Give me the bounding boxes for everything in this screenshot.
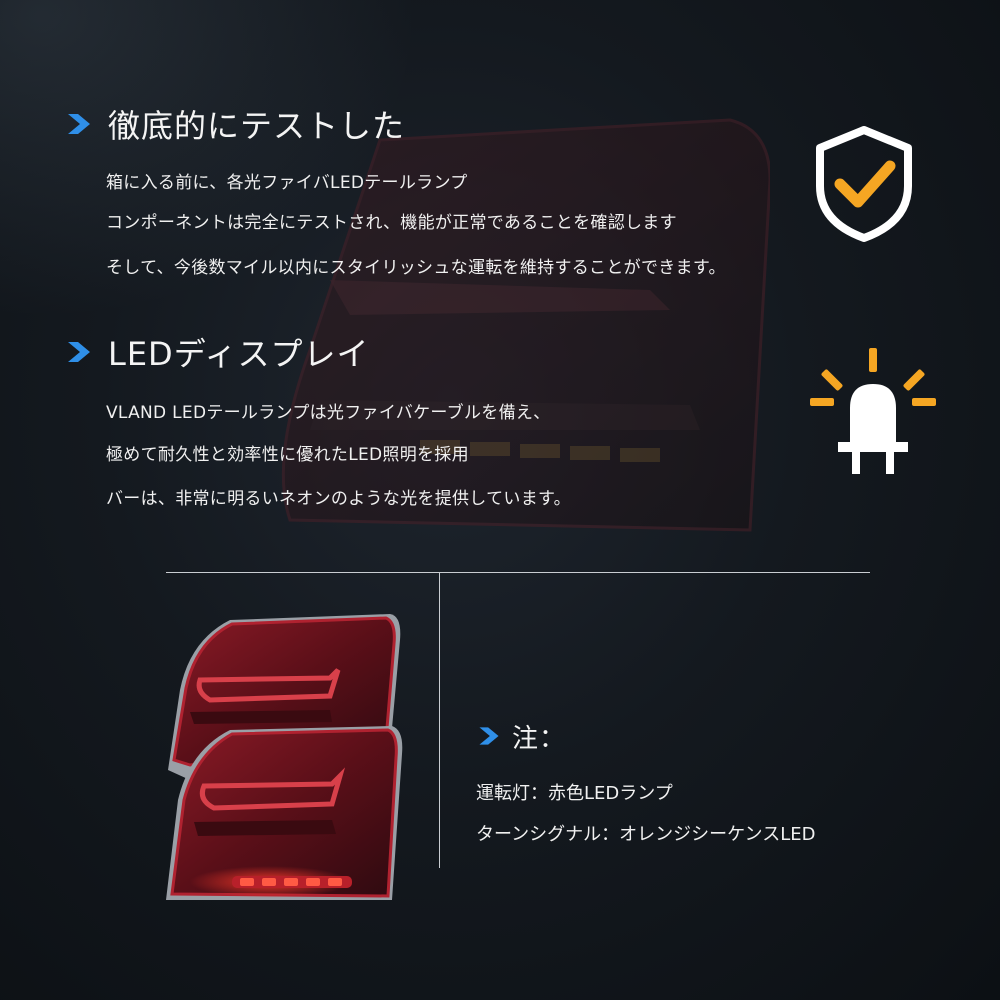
body-line: そして、今後数マイル以内にスタイリッシュな運転を維持することができます。	[106, 258, 726, 278]
background-tail-lamp-image	[281, 118, 770, 532]
section-thorough-test: 徹底的にテストした	[64, 104, 406, 145]
shield-check-icon	[816, 126, 912, 242]
vertical-divider	[439, 573, 440, 868]
section-title: 徹底的にテストした	[108, 107, 406, 145]
body-line: 箱に入る前に、各光ファイバLEDテールランプ	[106, 173, 468, 193]
body-line: 極めて耐久性と効率性に優れたLED照明を採用	[106, 445, 469, 465]
chevron-right-icon	[479, 727, 499, 745]
section-led-display: LEDディスプレイ	[64, 332, 370, 373]
section-title: LEDディスプレイ	[108, 335, 370, 373]
led-bulb-icon	[810, 348, 936, 474]
horizontal-divider	[166, 572, 870, 573]
note-line-running-light: 運転灯：赤色LEDランプ	[476, 783, 673, 804]
section-heading: 徹底的にテストした	[64, 104, 406, 145]
tail-lamp-product-image	[166, 614, 403, 900]
note-title: 注：	[512, 723, 567, 754]
body-line: VLAND LEDテールランプは光ファイバケーブルを備え、	[106, 403, 551, 423]
chevron-right-icon	[68, 342, 90, 362]
note-heading: 注：	[476, 716, 566, 756]
body-line: コンポーネントは完全にテストされ、機能が正常であることを確認します	[106, 213, 677, 233]
section-heading: LEDディスプレイ	[64, 332, 370, 373]
chevron-right-icon	[68, 114, 90, 134]
body-line: バーは、非常に明るいネオンのような光を提供しています。	[106, 489, 571, 509]
note-line-turn-signal: ターンシグナル：オレンジシーケンスLED	[476, 824, 816, 845]
